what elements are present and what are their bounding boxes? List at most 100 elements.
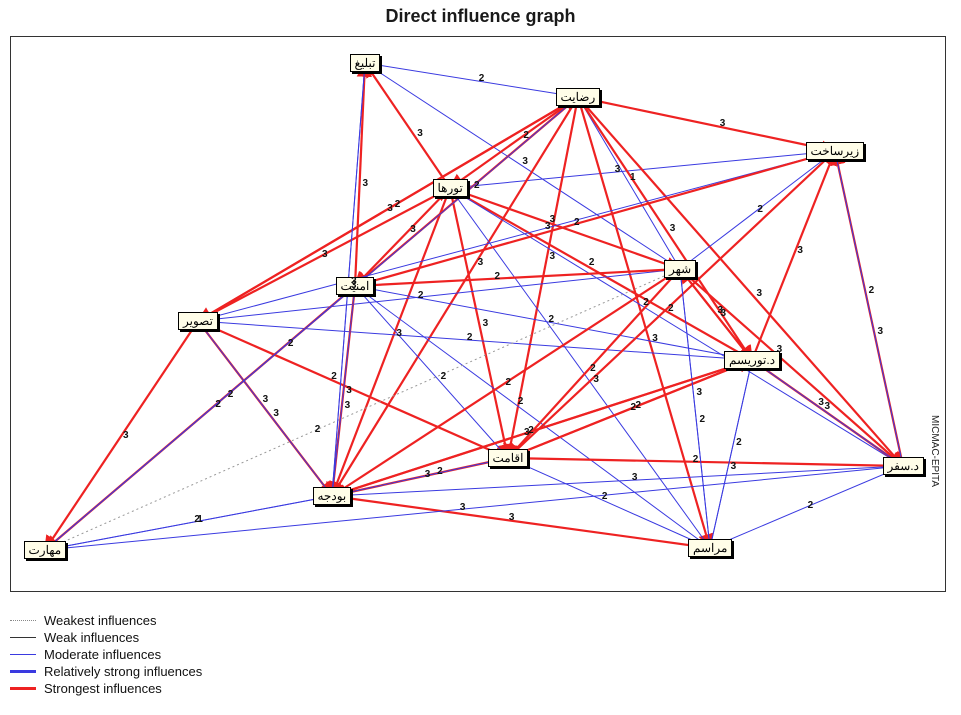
node-tourha[interactable]: تورها	[432, 179, 468, 197]
edge-eghamat-to-tourism	[507, 358, 754, 460]
edge-weight-label: 2	[548, 313, 555, 325]
edge-weight-label: 2	[314, 423, 321, 435]
edge-weight-label: 3	[877, 325, 883, 337]
edge-amniat-to-zirsakht	[354, 147, 837, 288]
legend-swatch-weak	[10, 637, 36, 638]
node-shahr[interactable]: شهر	[664, 260, 697, 278]
edge-weight-label: 2	[528, 425, 534, 437]
edge-weight-label: 2	[517, 395, 524, 407]
edge-weight-label: 3	[544, 221, 551, 233]
node-zirsakht[interactable]: زیرساخت	[805, 142, 865, 160]
edge-weight-label: 2	[630, 401, 637, 413]
edge-weight-label: 2	[331, 370, 337, 382]
edge-rezayat-to-tourha	[448, 96, 579, 189]
legend-label: Strongest influences	[44, 681, 162, 696]
edge-tasvir-to-eghamat	[197, 319, 510, 460]
edge-marasem-to-tourism	[709, 359, 755, 549]
edge-weight-label: 2	[394, 198, 401, 210]
edge-amniat-to-marasem	[354, 285, 711, 549]
edge-tasvir-to-shahr	[197, 266, 681, 322]
edge-weight-label: 3	[719, 118, 726, 130]
edge-weight-label: 3	[720, 308, 726, 320]
edge-eghamat-to-marasem	[507, 457, 711, 549]
legend-item-weak: Weak influences	[10, 629, 202, 646]
edge-tasvir-to-tourha	[197, 187, 452, 322]
node-tasvir[interactable]: تصویر	[178, 312, 218, 330]
node-marasem[interactable]: مراسم	[688, 539, 733, 557]
edge-budjeh-to-tasvir	[197, 320, 333, 497]
edge-weight-label: 2	[736, 436, 742, 448]
edge-weight-label: 3	[524, 426, 530, 438]
edge-weight-label: 2	[287, 338, 294, 350]
edge-tasvir-to-tourism	[197, 320, 753, 364]
node-amniat[interactable]: امنیت	[335, 277, 375, 295]
edge-weight-label: 3	[549, 251, 556, 263]
edge-tasvir-to-maharat	[44, 320, 199, 552]
edge-weight-label: 2	[478, 72, 485, 84]
edge-marasem-to-shahr	[677, 268, 711, 549]
edge-weight-label: 2	[417, 289, 424, 301]
legend-label: Weakest influences	[44, 613, 157, 628]
edge-shahr-to-budjeh	[330, 268, 681, 497]
edge-weight-label: 3	[410, 224, 416, 236]
edge-maharat-to-shahr	[44, 268, 681, 551]
edge-weight-label: 3	[351, 275, 357, 287]
node-tourism[interactable]: د.توریسم	[724, 351, 781, 369]
edge-safar-to-budjeh	[331, 465, 904, 500]
edge-weight-label: 2	[757, 204, 763, 216]
legend-label: Weak influences	[44, 630, 140, 645]
edge-tasvir-to-zirsakht	[197, 149, 836, 322]
edge-weight-label: 3	[797, 245, 803, 257]
node-budjeh[interactable]: بودجه	[312, 487, 352, 505]
edge-weight-label: 3	[696, 386, 703, 398]
edge-weight-label: 3	[593, 374, 599, 386]
edge-weight-label: 3	[776, 343, 783, 355]
edge-rezayat-to-shahr	[577, 96, 681, 270]
edge-weight-label: 2	[440, 370, 447, 382]
legend-item-strongest: Strongest influences	[10, 680, 202, 697]
node-maharat[interactable]: مهارت	[23, 541, 67, 559]
edge-weight-label: 3	[669, 223, 676, 235]
edge-weight-label: 1	[197, 513, 203, 525]
edge-maharat-to-rezayat	[44, 96, 579, 551]
node-eghamat[interactable]: اقامت	[487, 449, 529, 467]
legend-swatch-moderate	[10, 654, 36, 655]
legend-swatch-relatively-strong	[10, 670, 36, 673]
edge-weight-label: 2	[601, 490, 608, 502]
edge-budjeh-to-eghamat	[331, 455, 509, 497]
edge-tasvir-to-rezayat	[197, 96, 580, 322]
edge-weight-label: 3	[273, 407, 279, 419]
edge-amniat-to-eghamat	[354, 285, 509, 459]
edge-tourha-to-tablig	[364, 61, 451, 189]
edge-rezayat-to-tourism	[577, 96, 753, 362]
edge-weight-label: 2	[437, 465, 443, 477]
edge-weight-label: 3	[614, 164, 621, 176]
legend-swatch-strongest	[10, 687, 36, 690]
edge-shahr-to-eghamat	[506, 268, 681, 460]
edge-weight-label: 2	[692, 453, 699, 465]
edge-shahr-to-tablig	[364, 62, 681, 270]
edge-tourha-to-amniat	[353, 187, 451, 288]
edge-maharat-to-budjeh	[44, 493, 333, 551]
edge-rezayat-to-zirsakht	[577, 95, 837, 156]
edge-tourism-to-zirsakht	[750, 149, 838, 361]
edge-amniat-to-tablig	[353, 61, 373, 287]
edge-safar-to-eghamat	[506, 450, 904, 468]
node-tablig[interactable]: تبلیغ	[349, 54, 381, 72]
edge-weight-label: 3	[549, 214, 556, 226]
edge-weight-label: 2	[194, 514, 200, 526]
node-safar[interactable]: د.سفر	[882, 457, 924, 475]
edge-weight-label: 2	[590, 363, 596, 375]
edge-safar-to-marasem	[709, 465, 904, 549]
edge-tourha-to-budjeh	[329, 187, 452, 498]
edge-weight-label: 3	[522, 155, 528, 167]
edge-weight-label: 3	[631, 472, 638, 484]
edge-rezayat-to-budjeh	[331, 96, 579, 498]
edge-maharat-to-safar	[44, 463, 904, 551]
legend-item-moderate: Moderate influences	[10, 646, 202, 663]
edge-weight-label: 2	[227, 388, 234, 400]
edge-tourha-to-shahr	[449, 186, 682, 272]
edge-weight-label: 2	[523, 129, 529, 141]
node-rezayat[interactable]: رضایت	[555, 88, 601, 106]
edge-rezayat-to-tablig	[364, 60, 579, 98]
